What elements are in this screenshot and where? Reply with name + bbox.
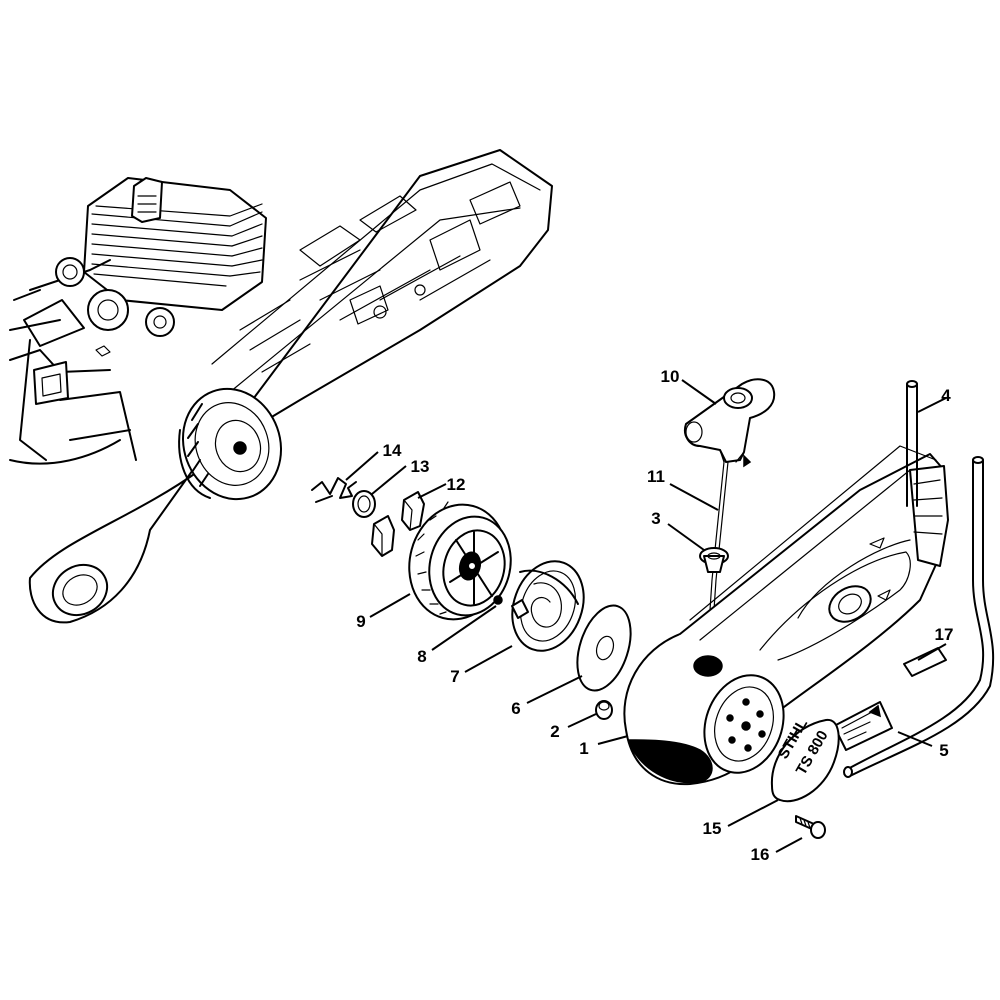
part-pawls <box>371 491 425 557</box>
part-hose <box>843 456 995 778</box>
part-washer-small <box>352 490 376 518</box>
part-label <box>833 647 947 751</box>
part-tube <box>906 380 918 507</box>
callout-5: 5 <box>939 741 948 760</box>
part-spring-housing <box>511 560 585 652</box>
callout-6: 6 <box>511 699 520 718</box>
callout-13: 13 <box>411 457 430 476</box>
cutter-arm <box>28 149 553 624</box>
callout-14: 14 <box>383 441 402 460</box>
callout-15: 15 <box>703 819 722 838</box>
part-starter-cover <box>623 445 949 786</box>
callout-16: 16 <box>751 845 770 864</box>
part-washer-large <box>576 604 632 692</box>
part-rope-guide <box>699 547 729 573</box>
callout-labels: 1 2 3 4 5 6 7 8 9 10 11 12 13 14 15 16 1… <box>356 367 953 864</box>
callout-7: 7 <box>450 667 459 686</box>
cylinder <box>83 177 267 311</box>
callout-17: 17 <box>935 625 954 644</box>
part-spring-clip <box>311 477 357 503</box>
callout-4: 4 <box>941 386 951 405</box>
engine-assembly <box>9 149 553 624</box>
part-screw-small <box>493 595 503 605</box>
callout-12: 12 <box>447 475 466 494</box>
part-screw <box>795 815 826 839</box>
callout-10: 10 <box>661 367 680 386</box>
part-starter-grip <box>684 378 776 468</box>
part-rope-rotor <box>408 501 512 621</box>
callout-3: 3 <box>651 509 660 528</box>
callout-8: 8 <box>417 647 426 666</box>
callout-9: 9 <box>356 612 365 631</box>
callout-1: 1 <box>579 739 588 758</box>
part-bushing <box>595 700 613 720</box>
flywheel <box>178 387 283 501</box>
callout-leaders <box>345 379 947 853</box>
callout-11: 11 <box>647 467 665 486</box>
callout-2: 2 <box>550 722 559 741</box>
